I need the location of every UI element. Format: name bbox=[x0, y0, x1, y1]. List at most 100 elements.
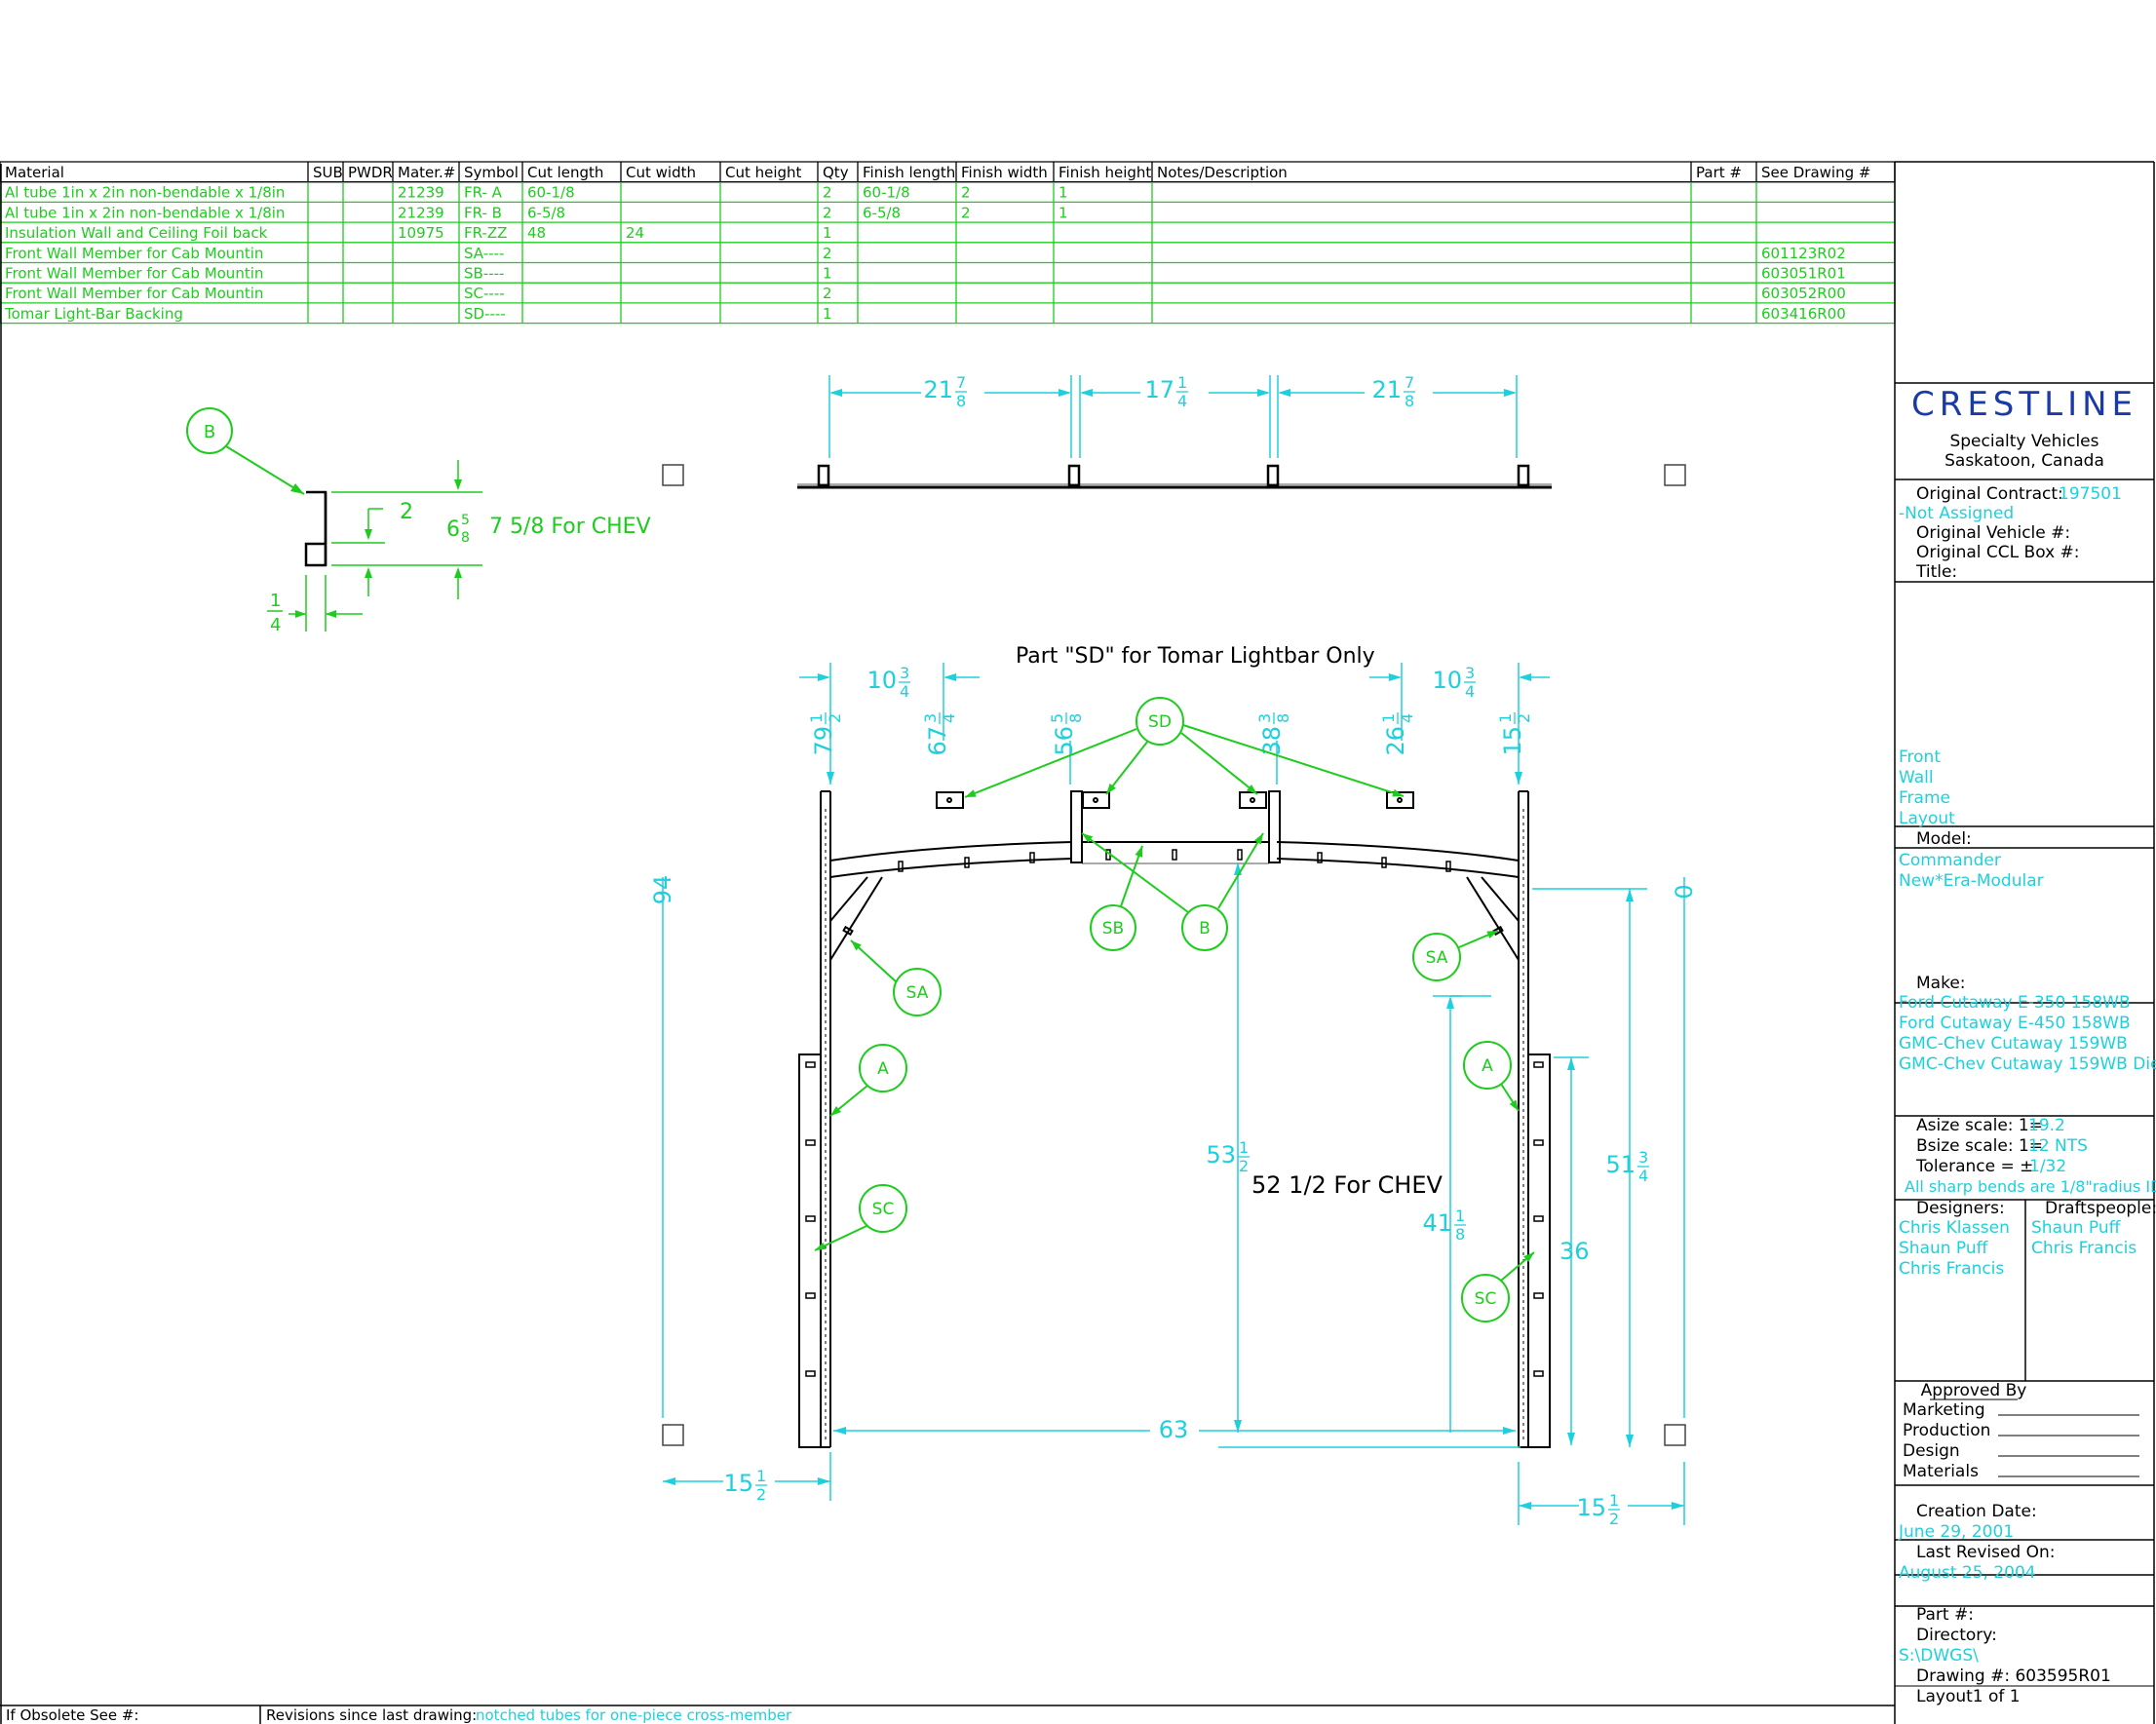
svg-text:2: 2 bbox=[1609, 1510, 1619, 1528]
bom-cell: 603052R00 bbox=[1761, 285, 1846, 302]
svg-text:1: 1 bbox=[807, 713, 826, 723]
tomar-lightbar-backing-plates bbox=[936, 791, 1414, 809]
bom-header-cell: Cut width bbox=[626, 164, 696, 181]
detail-height-frac-num: 5 bbox=[461, 513, 470, 528]
svg-text:2: 2 bbox=[826, 713, 844, 723]
svg-text:8: 8 bbox=[1274, 713, 1292, 723]
bom-cell: 2 bbox=[823, 285, 832, 302]
approval-role: Design bbox=[1903, 1441, 1960, 1461]
bom-cell: 603051R01 bbox=[1761, 265, 1846, 283]
svg-text:SC: SC bbox=[1475, 1289, 1497, 1309]
svg-text:67: 67 bbox=[924, 726, 951, 756]
svg-text:SA: SA bbox=[1426, 948, 1448, 968]
svg-text:SD: SD bbox=[1148, 712, 1172, 732]
datum-zero-dim: 0 bbox=[1671, 884, 1698, 899]
svg-text:8: 8 bbox=[956, 392, 966, 410]
tolerance-label: Tolerance = ± bbox=[1915, 1157, 2033, 1176]
directory-value: S:\DWGS\ bbox=[1899, 1646, 1979, 1666]
bom-header-cell: Mater.# bbox=[398, 164, 455, 181]
balloon-sc: SC bbox=[1461, 1251, 1535, 1322]
bom-cell: Insulation Wall and Ceiling Foil back bbox=[5, 224, 268, 242]
model-line: New*Era-Modular bbox=[1899, 871, 2044, 891]
draftsperson-name: Shaun Puff bbox=[2031, 1218, 2122, 1238]
revised-label: Last Revised On: bbox=[1916, 1543, 2056, 1562]
bom-cell: Al tube 1in x 2in non-bendable x 1/8in bbox=[5, 184, 285, 202]
part-number-label: Part #: bbox=[1916, 1605, 1974, 1625]
bom-cell: 603416R00 bbox=[1761, 305, 1846, 323]
title-line: Front bbox=[1899, 747, 1941, 767]
front-wall-frame-view: Part "SD" for Tomar Lightbar Only bbox=[649, 644, 1698, 1528]
svg-text:21: 21 bbox=[923, 376, 953, 403]
svg-text:4: 4 bbox=[1177, 392, 1187, 410]
svg-text:10: 10 bbox=[1432, 667, 1462, 694]
svg-text:8: 8 bbox=[1405, 392, 1414, 410]
svg-text:3: 3 bbox=[1465, 664, 1475, 682]
title-label: Title: bbox=[1915, 562, 1957, 582]
detail-thickness-den: 4 bbox=[270, 615, 281, 635]
bom-cell: FR-ZZ bbox=[464, 224, 507, 242]
svg-text:5: 5 bbox=[1048, 713, 1066, 723]
svg-text:8: 8 bbox=[1066, 713, 1085, 723]
make-line: GMC-Chev Cutaway 159WB bbox=[1899, 1034, 2128, 1054]
asize-value: 19.2 bbox=[2028, 1116, 2065, 1135]
crestline-logo: CRESTLINE bbox=[1911, 385, 2133, 424]
center-chev-note: 52 1/2 For CHEV bbox=[1251, 1171, 1444, 1199]
svg-text:1: 1 bbox=[1177, 373, 1187, 392]
balloon-sa: SA bbox=[850, 939, 942, 1016]
vehicle-label: Original Vehicle #: bbox=[1916, 523, 2070, 543]
draftsperson-name: Chris Francis bbox=[2031, 1239, 2137, 1258]
svg-text:2: 2 bbox=[1515, 713, 1533, 723]
bom-header-cell: Finish height bbox=[1059, 164, 1151, 181]
asize-label: Asize scale: 1= bbox=[1916, 1116, 2043, 1135]
left-post bbox=[798, 790, 831, 1448]
right-post bbox=[1518, 790, 1551, 1448]
svg-text:15: 15 bbox=[1576, 1494, 1606, 1521]
svg-text:3: 3 bbox=[1255, 713, 1274, 723]
bsize-value: 12 NTS bbox=[2028, 1136, 2088, 1156]
svg-text:4: 4 bbox=[1398, 713, 1416, 723]
svg-text:4: 4 bbox=[1638, 1167, 1648, 1185]
tube-detail-view: B 2 6 5 8 7 5/8 For CHEV 1 4 bbox=[186, 407, 651, 635]
revisions-value: notched tubes for one-piece cross-member bbox=[476, 1706, 792, 1724]
svg-text:SB: SB bbox=[1102, 919, 1124, 939]
bom-cell: 1 bbox=[1059, 204, 1068, 221]
bom-cell: 48 bbox=[527, 224, 546, 242]
bom-cell: 21239 bbox=[398, 184, 444, 202]
svg-text:1: 1 bbox=[1609, 1491, 1619, 1510]
overall-width-dim: 63 bbox=[1159, 1416, 1189, 1443]
bom-cell: 2 bbox=[961, 204, 971, 221]
detail-thickness-num: 1 bbox=[270, 591, 281, 611]
bom-cell: FR- A bbox=[464, 184, 503, 202]
corner-braces bbox=[829, 876, 1520, 961]
ccl-label: Original CCL Box #: bbox=[1916, 543, 2080, 562]
bom-header-cell: Part # bbox=[1696, 164, 1742, 181]
bom-header-cell: Finish length bbox=[863, 164, 955, 181]
bom-header-cell: PWDR bbox=[348, 164, 393, 181]
bom-header-cell: Cut length bbox=[527, 164, 603, 181]
svg-text:26: 26 bbox=[1382, 726, 1409, 756]
svg-text:8: 8 bbox=[1455, 1225, 1465, 1244]
bom-header-cell: Cut height bbox=[725, 164, 802, 181]
balloon-sa: SA bbox=[1412, 930, 1499, 981]
balloon-sb: SB bbox=[1090, 845, 1143, 951]
bom-cell: 24 bbox=[626, 224, 644, 242]
roof-cross-member bbox=[829, 790, 1520, 878]
bom-cell: 1 bbox=[823, 305, 832, 323]
layout-label: Layout1 of 1 bbox=[1916, 1687, 2021, 1706]
svg-text:10: 10 bbox=[866, 667, 897, 694]
svg-text:4: 4 bbox=[1465, 682, 1475, 701]
bom-cell: 21239 bbox=[398, 204, 444, 221]
svg-text:17: 17 bbox=[1144, 376, 1174, 403]
